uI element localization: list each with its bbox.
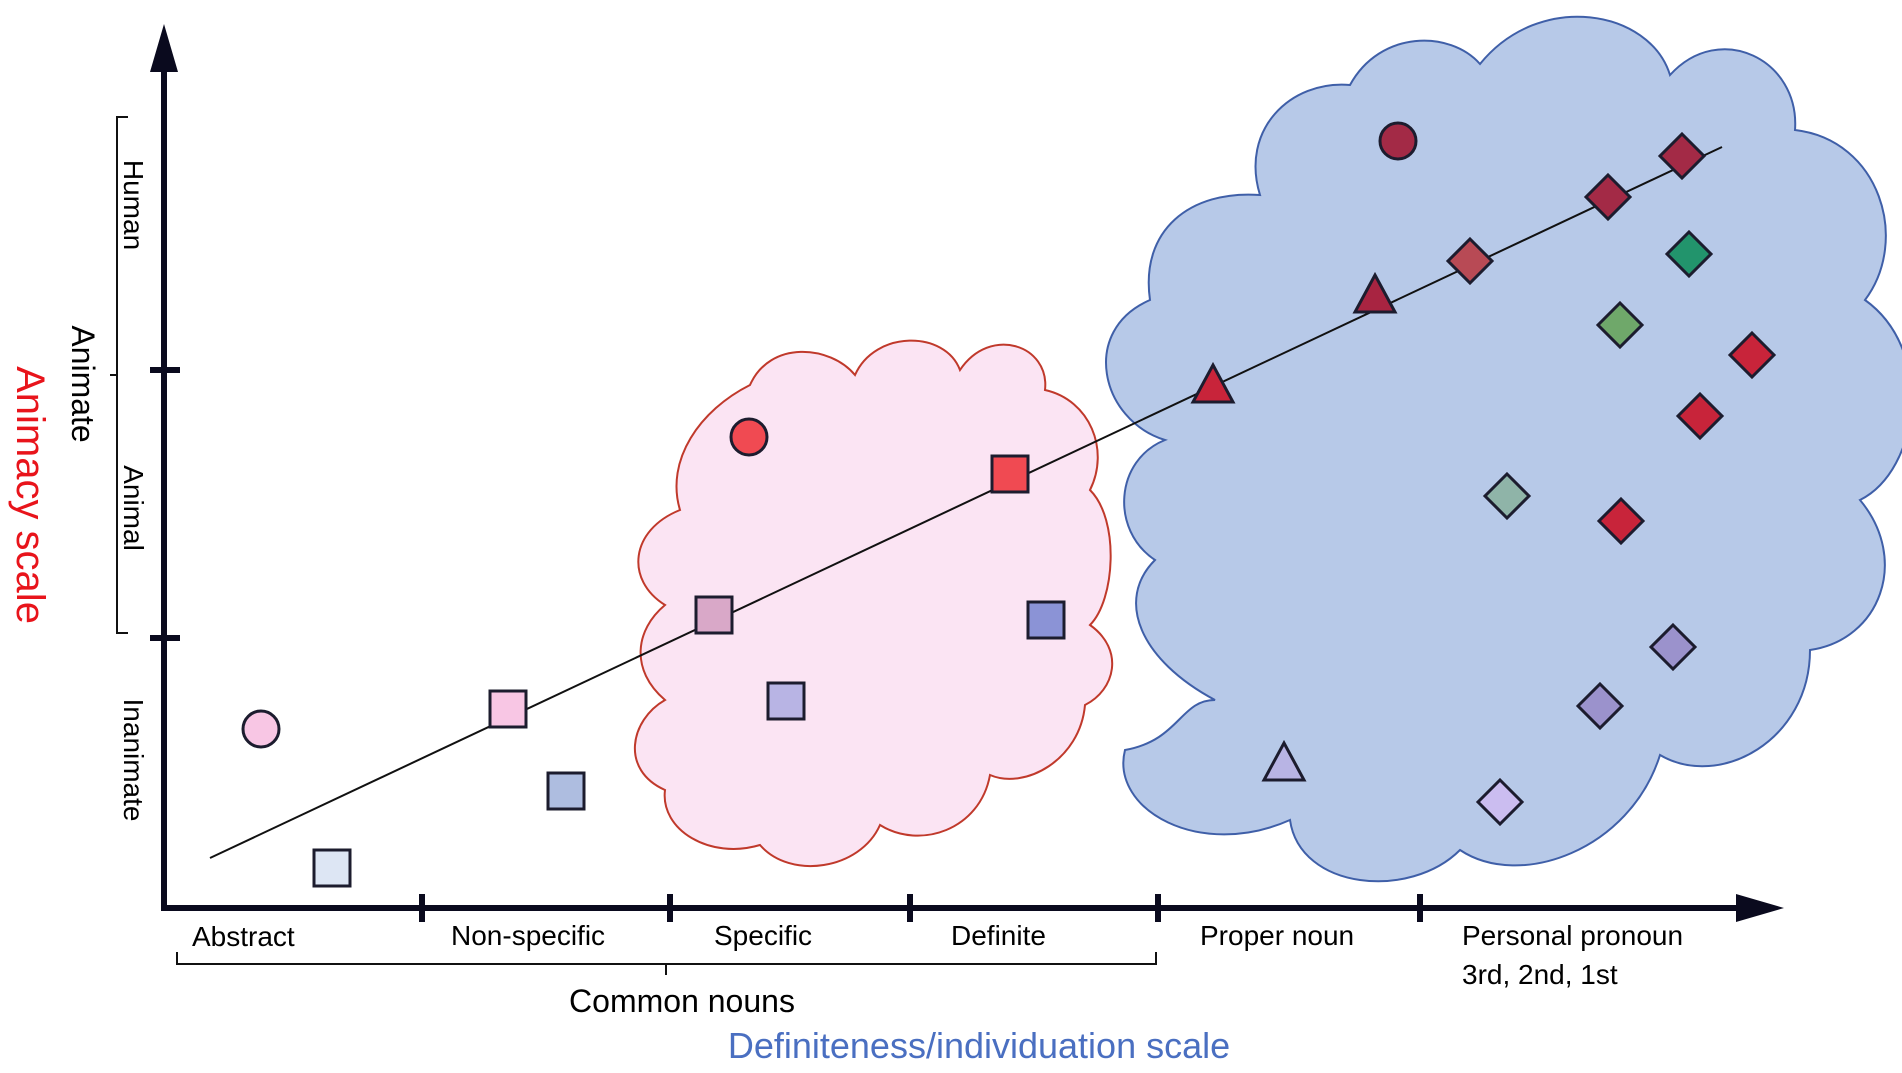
diamond-marker xyxy=(1675,391,1725,441)
diamond-marker xyxy=(1475,777,1525,827)
square-marker xyxy=(766,681,806,721)
markers xyxy=(241,121,1777,888)
x-label-specific: Specific xyxy=(714,920,812,951)
diamond-marker xyxy=(1596,496,1646,546)
diamond-marker xyxy=(1657,131,1707,181)
x-label-personal-pronoun: Personal pronoun xyxy=(1462,920,1683,951)
circle-marker xyxy=(1378,121,1418,161)
x-axis-arrow xyxy=(1736,894,1784,922)
diamond-marker xyxy=(1575,681,1625,731)
x-label-pronoun-persons: 3rd, 2nd, 1st xyxy=(1462,959,1618,990)
x-group-label-common-nouns: Common nouns xyxy=(569,983,795,1019)
diamond-marker xyxy=(1482,471,1532,521)
x-label-non-specific: Non-specific xyxy=(451,920,605,951)
square-marker xyxy=(990,454,1030,494)
x-label-definite: Definite xyxy=(951,920,1046,951)
square-marker xyxy=(1026,600,1066,640)
diamond-marker xyxy=(1648,622,1698,672)
blue-cloud xyxy=(1105,15,1902,883)
brackets xyxy=(110,116,1157,975)
x-label-abstract: Abstract xyxy=(192,921,295,952)
x-axis-title: Definiteness/individuation scale xyxy=(728,1025,1230,1066)
diamond-marker xyxy=(1583,172,1633,222)
x-bracket-common-nouns xyxy=(176,952,1157,975)
square-marker xyxy=(488,689,528,729)
y-bracket-animate xyxy=(110,116,128,634)
y-axis-arrow xyxy=(150,24,178,72)
square-marker xyxy=(694,595,734,635)
square-marker xyxy=(546,771,586,811)
x-label-proper-noun: Proper noun xyxy=(1200,920,1354,951)
triangle-marker xyxy=(1352,271,1398,314)
y-label-human: Human xyxy=(118,160,149,250)
diamond-marker xyxy=(1595,300,1645,350)
y-axis-title: Animacy scale xyxy=(8,366,52,624)
circle-marker xyxy=(729,417,769,457)
triangle-marker xyxy=(1261,739,1307,782)
diamond-marker xyxy=(1445,236,1495,286)
axes xyxy=(150,24,1784,922)
circle-marker xyxy=(241,709,281,749)
square-marker xyxy=(312,848,352,888)
triangle-marker xyxy=(1190,361,1236,404)
y-group-label-animate: Animate xyxy=(65,325,101,442)
diamond-marker xyxy=(1727,330,1777,380)
y-label-animal: Animal xyxy=(118,465,149,551)
y-label-inanimate: Inanimate xyxy=(118,699,149,822)
diamond-marker xyxy=(1664,229,1714,279)
